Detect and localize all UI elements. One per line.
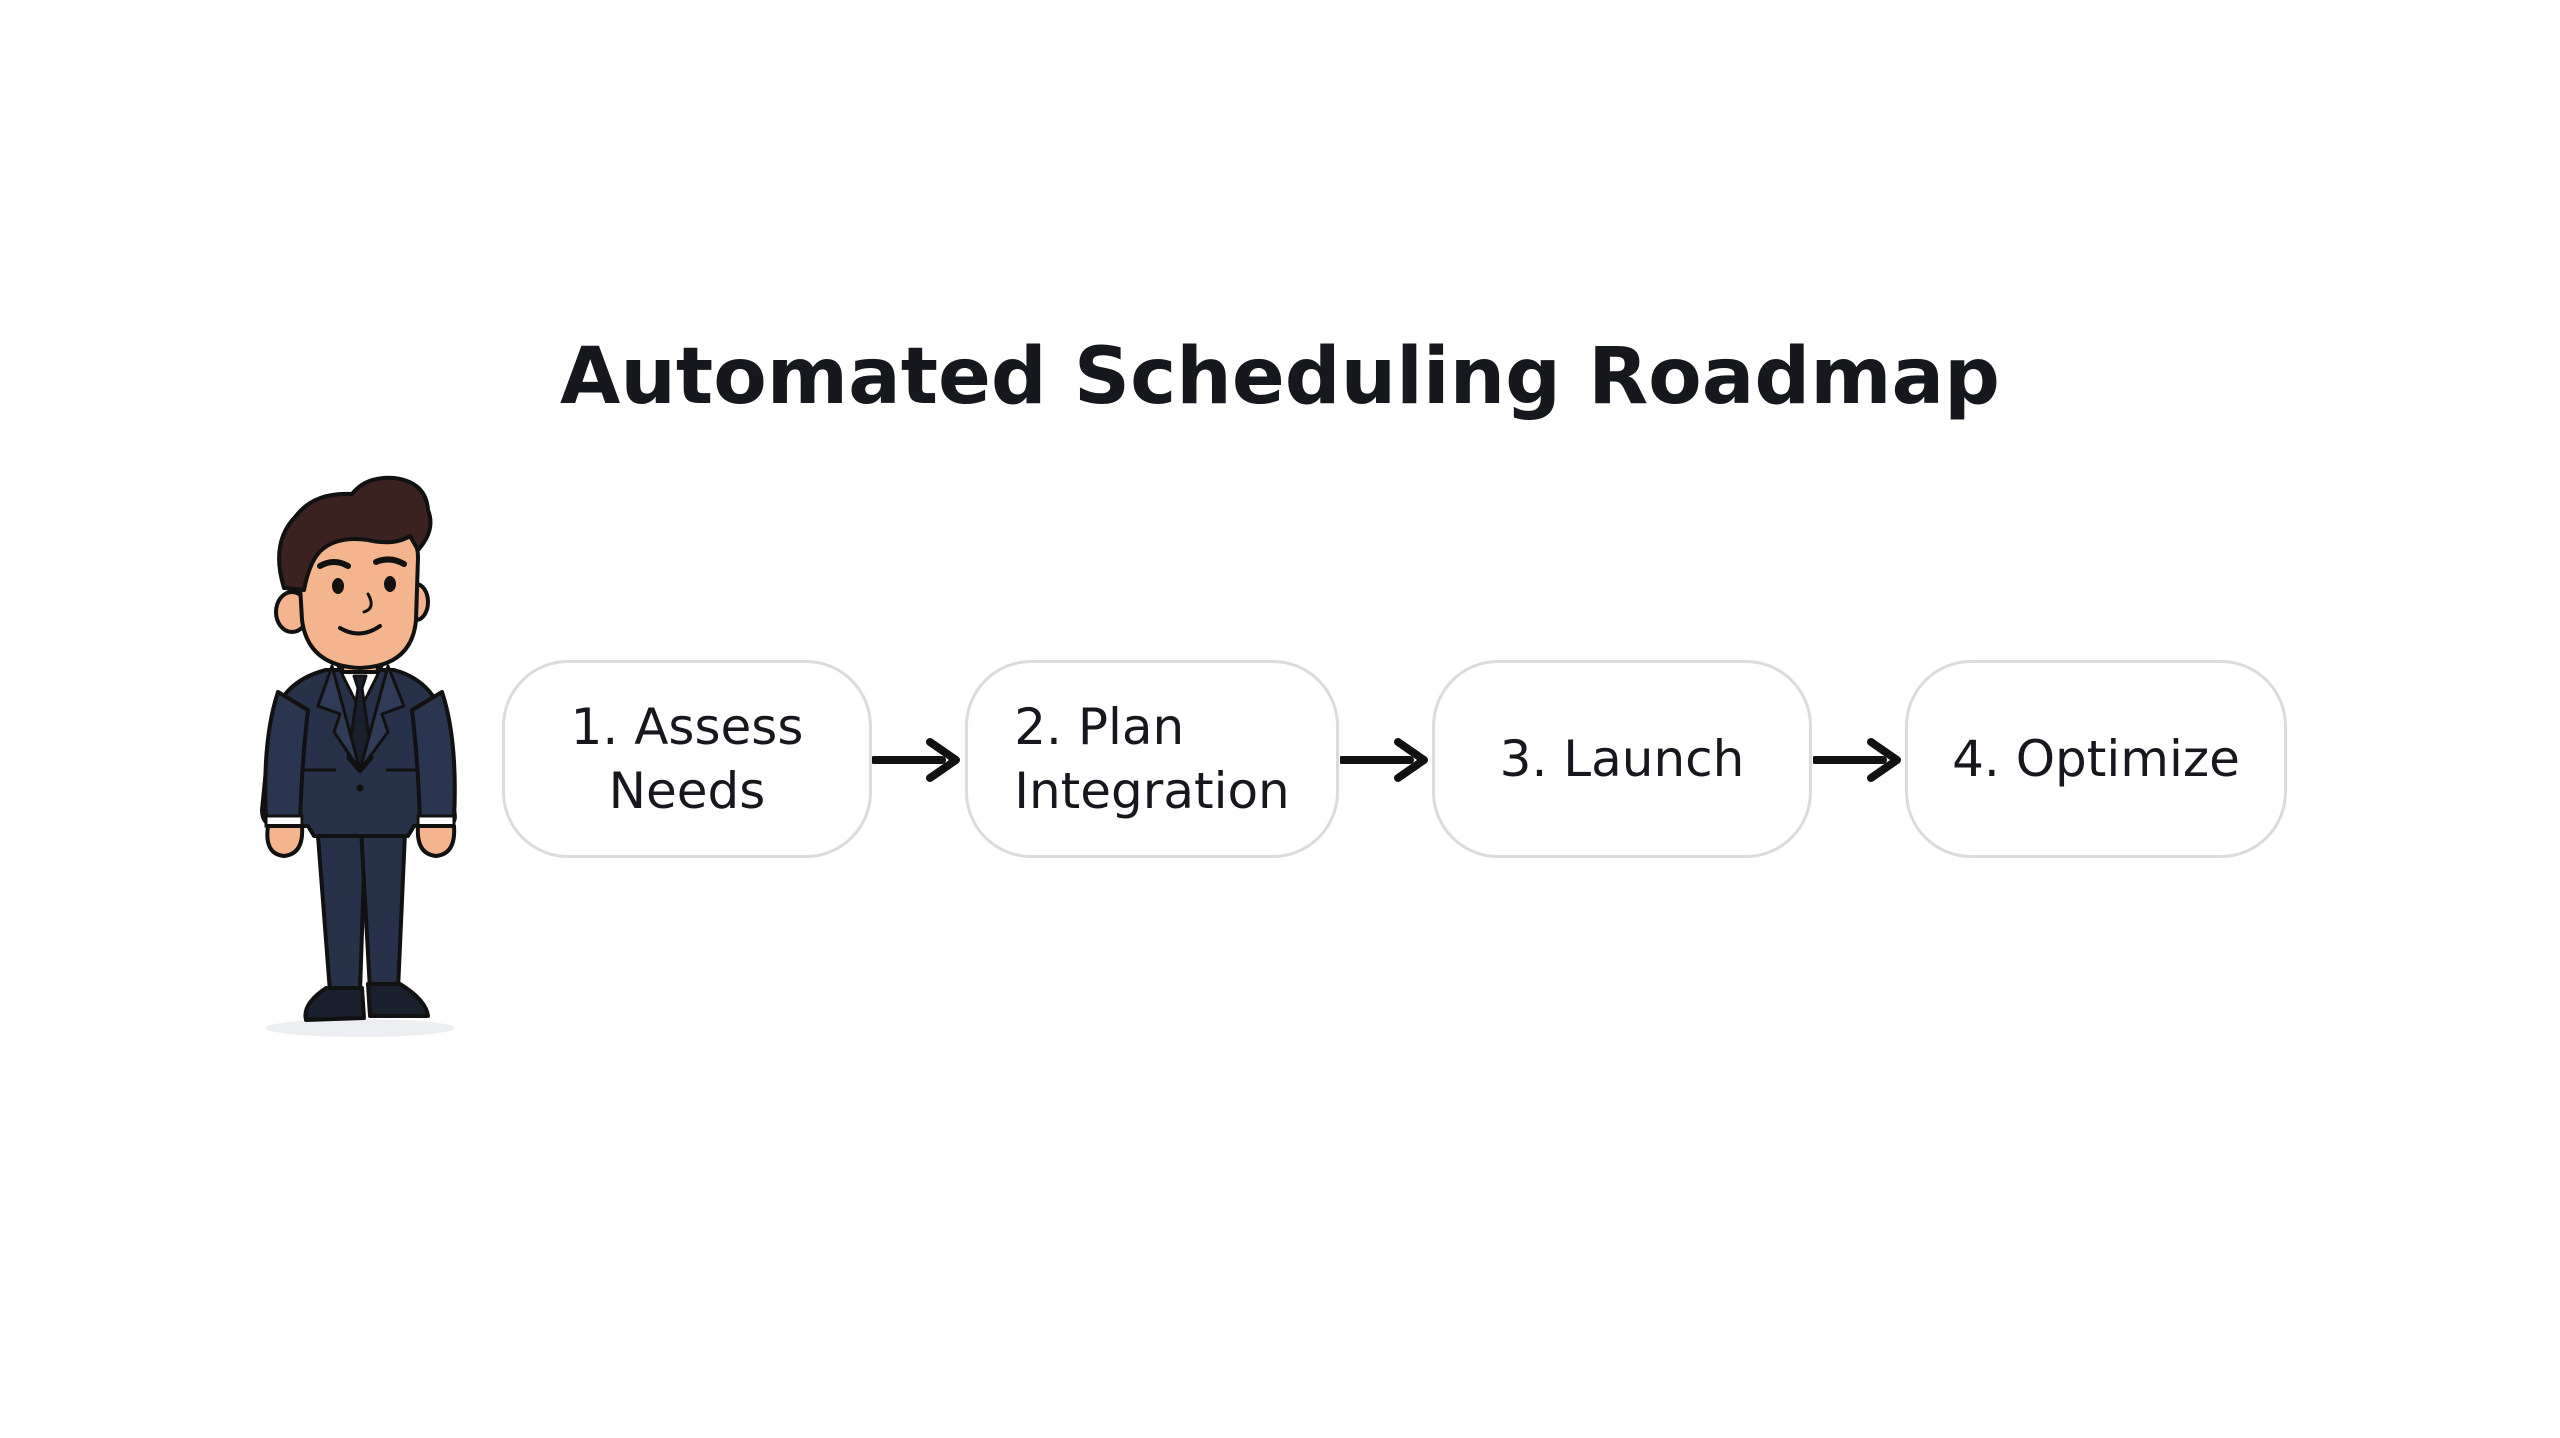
arrow-right-icon bbox=[1340, 738, 1428, 782]
step-1-label: 1. Assess Needs bbox=[570, 698, 804, 820]
step-2-label: 2. Plan Integration bbox=[1014, 698, 1290, 820]
arrow-right-icon bbox=[872, 738, 960, 782]
step-4-label: 4. Optimize bbox=[1952, 730, 2240, 788]
step-4-box: 4. Optimize bbox=[1905, 660, 2287, 858]
step-3-box: 3. Launch bbox=[1432, 660, 1812, 858]
page-title: Automated Scheduling Roadmap bbox=[560, 332, 2000, 422]
businessman-illustration bbox=[260, 475, 457, 1037]
step-3-label: 3. Launch bbox=[1499, 730, 1745, 788]
step-2-box: 2. Plan Integration bbox=[965, 660, 1339, 858]
arrow-right-icon bbox=[1813, 738, 1901, 782]
step-1-box: 1. Assess Needs bbox=[502, 660, 872, 858]
